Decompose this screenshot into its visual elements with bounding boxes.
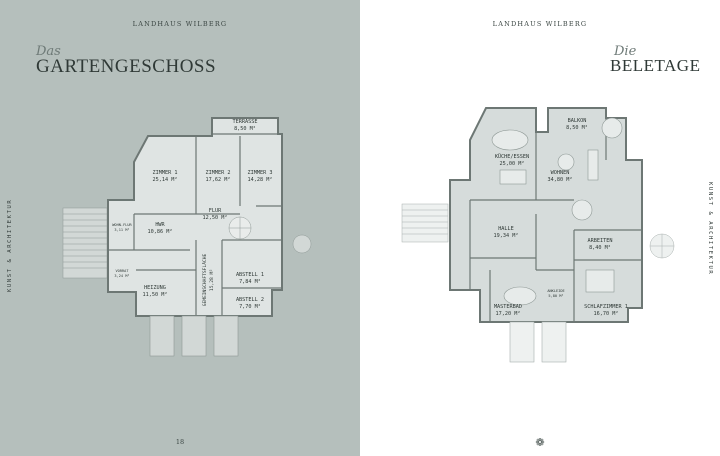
room-balkon-name: BALKON [568,118,587,124]
left-page: LANDHAUS WILBERG Das GARTENGESCHOSS KUNS… [0,0,360,456]
right-floor-plan: BALKON 8,50 M² KÜCHE/ESSEN 25,00 M² WOHN… [401,107,675,363]
left-interior-walls [108,133,282,316]
room-zimmer2-name: ZIMMER 2 [206,170,231,176]
left-lightwells [149,315,239,357]
right-header: LANDHAUS WILBERG [492,20,588,28]
room-flur-name: FLUR [209,208,222,214]
room-balkon-area: 8,50 M² [566,125,588,131]
room-ankleide-area: 5,80 M² [548,294,563,298]
room-hwr-area: 10,86 M² [148,229,173,235]
room-masterbad-name: MASTERBAD [494,304,522,310]
right-spiral-stair [649,233,675,259]
right-outer-stairs [401,203,449,243]
room-heizung-area: 11,50 M² [143,292,168,298]
room-wohnen-name: WOHNEN [551,170,570,176]
room-arbeiten-name: ARBEITEN [588,238,613,244]
room-wohnungsflur-name: WOHN.FLUR [112,223,132,227]
room-zimmer3-area: 14,28 M² [248,177,273,183]
room-terrasse-area: 8,50 M² [234,126,256,132]
room-masterbad-area: 17,20 M² [496,311,521,317]
room-schlafzimmer-area: 16,70 M² [594,311,619,317]
left-title-script: Das [36,44,61,59]
room-zimmer2-area: 17,62 M² [206,177,231,183]
left-page-title: GARTENGESCHOSS [36,56,217,77]
flower-ornament-icon: ❁ [535,436,545,449]
right-page-title: BELETAGE [610,56,701,75]
room-arbeiten-area: 8,40 M² [589,245,611,251]
room-gemeinschaft-area: 15,28 M² [209,269,215,291]
room-abstell2-area: 7,70 M² [239,304,261,310]
room-zimmer3-name: ZIMMER 3 [248,170,273,176]
room-heizung-name: HEIZUNG [144,285,166,291]
room-terrasse-name: TERRASSE [233,119,258,125]
right-title-script: Die [614,44,637,59]
right-page: LANDHAUS WILBERG Die BELETAGE KUNST & AR… [360,0,720,456]
room-zimmer1-area: 25,14 M² [153,177,178,183]
room-ankleide-name: ANKLEIDE [547,289,564,293]
room-vorrat-name: VORRAT [116,269,130,273]
right-interior-walls [469,118,642,322]
room-flur-area: 12,50 M² [203,215,228,221]
room-kueche-name: KÜCHE/ESSEN [495,153,529,160]
room-abstell1-name: ABSTELL 1 [236,272,264,278]
left-outer-stairs [62,207,108,279]
room-hwr-name: HWR [155,222,165,228]
room-wohnen-area: 34,80 M² [548,177,573,183]
room-vorrat-area: 3,24 M² [114,274,129,278]
room-abstell2-name: ABSTELL 2 [236,297,264,303]
left-floor-plan: TERRASSE 8,50 M² ZIMMER 1 25,14 M² ZIMME… [62,117,312,357]
room-halle-area: 19,34 M² [494,233,519,239]
left-spiral-stair [228,216,312,254]
right-furniture [491,117,623,306]
room-abstell1-area: 7,84 M² [239,279,261,285]
room-zimmer1-name: ZIMMER 1 [153,170,178,176]
page-number: 18 [175,438,185,446]
left-header: LANDHAUS WILBERG [132,20,228,28]
room-halle-name: HALLE [498,226,514,232]
room-kueche-area: 25,00 M² [500,161,525,167]
right-lightwells [509,321,567,363]
room-wohnungsflur-area: 3,11 M² [114,228,129,232]
room-schlafzimmer-name: SCHLAFZIMMER 1 [584,304,628,310]
room-gemeinschaft-name: GEMEINSCHAFTSFLÄCHE [201,253,208,306]
